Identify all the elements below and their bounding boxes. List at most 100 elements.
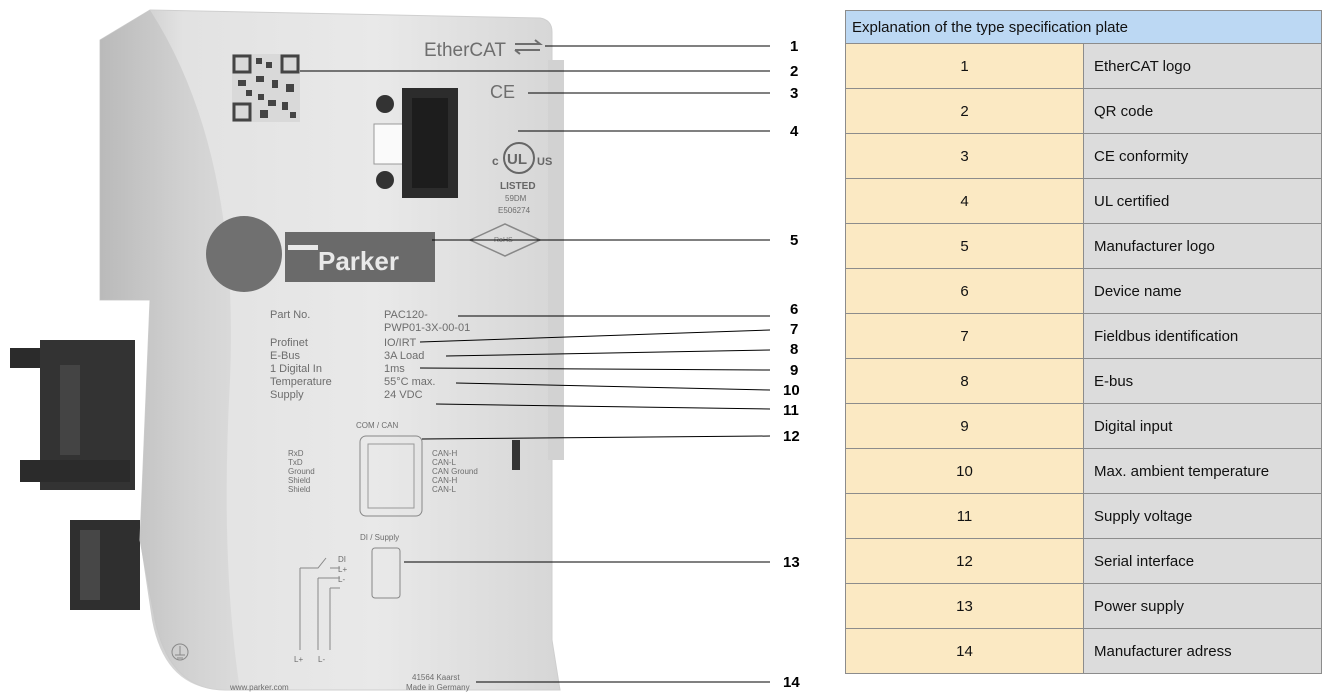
com-can-title: COM / CAN	[356, 421, 398, 430]
spec-value-part-2: PWP01-3X-00-01	[384, 322, 470, 334]
row-description: Supply voltage	[1083, 493, 1322, 539]
row-number: 13	[845, 583, 1084, 629]
qr-code	[232, 54, 300, 122]
row-description: E-bus	[1083, 358, 1322, 404]
ce-mark: CE	[490, 82, 515, 102]
callout-5: 5	[790, 232, 798, 249]
row-number: 5	[845, 223, 1084, 269]
callout-14: 14	[783, 674, 800, 691]
row-description: Fieldbus identification	[1083, 313, 1322, 359]
parker-logo: Parker	[285, 232, 435, 282]
spec-value-part: PAC120-	[384, 309, 428, 321]
ethercat-logo: EtherCAT	[424, 39, 543, 61]
row-description: Manufacturer logo	[1083, 223, 1322, 269]
table-header-row: Explanation of the type specification pl…	[845, 10, 1322, 44]
ul-listed: LISTED	[500, 181, 536, 192]
com-pin-r1: CAN-H	[432, 449, 458, 458]
com-can-block: COM / CAN RxD TxD Ground Shield Shield C…	[288, 421, 520, 517]
callout-10: 10	[783, 382, 800, 399]
callout-11: 11	[783, 402, 799, 419]
row-number: 10	[845, 448, 1084, 494]
row-number: 4	[845, 178, 1084, 224]
terminal-lminus: L-	[318, 655, 325, 664]
callout-13: 13	[783, 554, 800, 571]
callout-6: 6	[790, 301, 798, 318]
row-number: 3	[845, 133, 1084, 179]
spec-label-part: Part No.	[270, 309, 310, 321]
row-number: 12	[845, 538, 1084, 584]
com-pin-l3: Ground	[288, 467, 315, 476]
com-pin-r2: CAN-L	[432, 458, 457, 467]
row-number: 1	[845, 43, 1084, 89]
row-number: 9	[845, 403, 1084, 449]
ethercat-logo-text: EtherCAT	[424, 40, 506, 61]
row-number: 2	[845, 88, 1084, 134]
side-button	[512, 440, 520, 470]
ul-mark: UL c US LISTED 59DM E506274	[492, 142, 552, 215]
explanation-table: Explanation of the type specification pl…	[845, 10, 1322, 674]
table-header: Explanation of the type specification pl…	[845, 10, 1322, 44]
callout-1: 1	[790, 38, 798, 55]
di-pin-2: L+	[338, 565, 347, 574]
com-pin-r4: CAN-H	[432, 476, 458, 485]
row-description: Digital input	[1083, 403, 1322, 449]
di-supply-block: DI / Supply DI L+ L- L+ L-	[294, 533, 401, 664]
spec-value-temp: 55°C max.	[384, 376, 435, 388]
callout-4: 4	[790, 123, 799, 140]
com-pin-l1: RxD	[288, 449, 304, 458]
left-connector-top	[10, 340, 135, 490]
row-description: CE conformity	[1083, 133, 1322, 179]
spec-value-profinet: IO/IRT	[384, 337, 416, 349]
com-pin-l2: TxD	[288, 458, 303, 467]
row-description: Serial interface	[1083, 538, 1322, 584]
leader-lines	[300, 45, 771, 683]
row-description: Device name	[1083, 268, 1322, 314]
spec-label-profinet: Profinet	[270, 337, 308, 349]
di-supply-title: DI / Supply	[360, 533, 399, 542]
ul-mark-left: c	[492, 154, 499, 168]
callout-numbers: 1 2 3 4 5 6 7 8 9 10 11 12 13 14	[783, 38, 800, 691]
row-description: QR code	[1083, 88, 1322, 134]
spec-label-ebus: E-Bus	[270, 350, 300, 362]
website-text: www.parker.com	[229, 683, 289, 692]
status-window	[206, 216, 282, 292]
device-front-curve	[100, 10, 240, 690]
spec-value-supply: 24 VDC	[384, 389, 423, 401]
com-pin-l4: Shield	[288, 476, 310, 485]
callout-2: 2	[790, 63, 798, 80]
row-description: EtherCAT logo	[1083, 43, 1322, 89]
row-description: Manufacturer adress	[1083, 628, 1322, 674]
row-number: 7	[845, 313, 1084, 359]
row-number: 14	[845, 628, 1084, 674]
ul-mark-right: US	[537, 156, 552, 168]
row-description: Power supply	[1083, 583, 1322, 629]
row-number: 8	[845, 358, 1084, 404]
com-pin-r5: CAN-L	[432, 485, 457, 494]
callout-8: 8	[790, 341, 798, 358]
row-description: UL certified	[1083, 178, 1322, 224]
address-line-1: 41564 Kaarst	[412, 673, 460, 682]
callout-3: 3	[790, 85, 798, 102]
spec-label-digital: 1 Digital In	[270, 363, 322, 375]
com-pin-r3: CAN Ground	[432, 467, 478, 476]
address-line-2: Made in Germany	[406, 683, 470, 692]
parker-logo-text: Parker	[318, 246, 399, 276]
callout-7: 7	[790, 321, 798, 338]
right-edge	[548, 60, 564, 460]
row-number: 6	[845, 268, 1084, 314]
di-pin-3: L-	[338, 575, 345, 584]
left-connector-bottom	[70, 520, 140, 610]
callout-12: 12	[783, 428, 800, 445]
